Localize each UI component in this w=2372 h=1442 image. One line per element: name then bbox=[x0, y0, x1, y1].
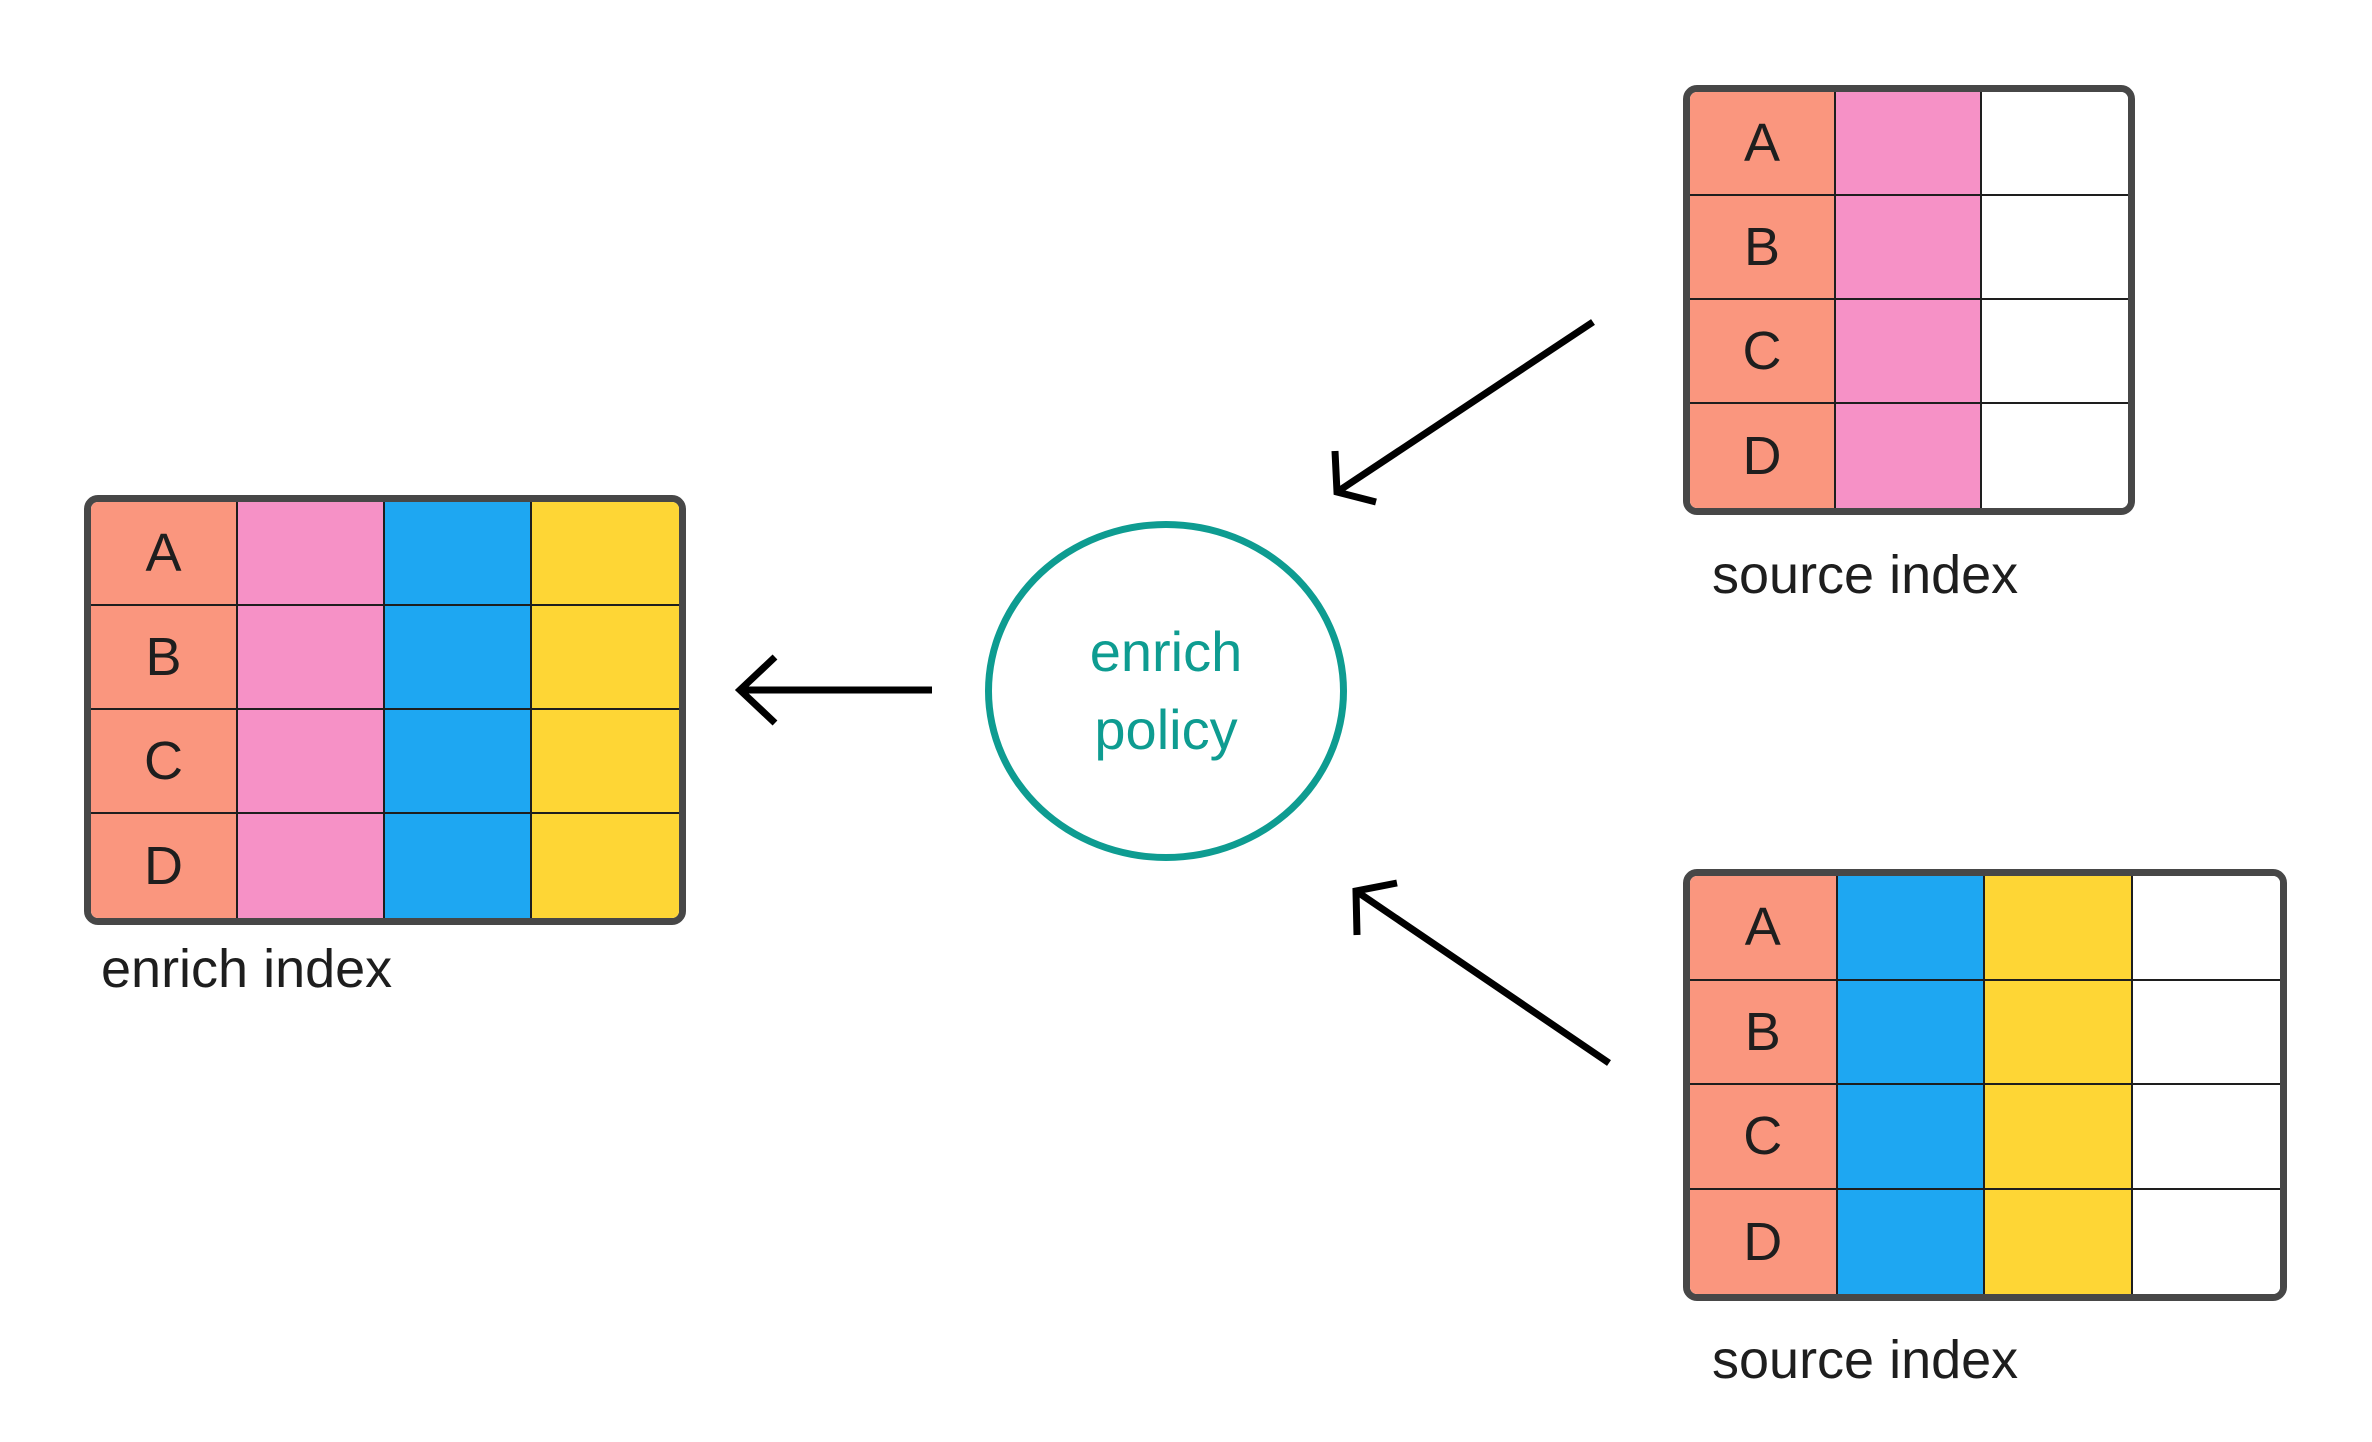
field-cell-yellow bbox=[532, 710, 679, 814]
enrich-index-label: enrich index bbox=[101, 939, 393, 999]
field-cell-empty bbox=[2132, 1189, 2280, 1294]
row-key-cell: C bbox=[1690, 1085, 1838, 1190]
field-cell-pink bbox=[238, 606, 385, 710]
row-key-cell: D bbox=[91, 814, 238, 918]
row-key-cell: B bbox=[91, 606, 238, 710]
policy-label-line2: policy bbox=[1094, 698, 1238, 761]
arrow-policy-to-enrich-index bbox=[734, 654, 932, 726]
field-cell-pink bbox=[238, 814, 385, 918]
field-cell-blue bbox=[385, 502, 532, 606]
field-cell-empty bbox=[1982, 196, 2128, 300]
field-cell-yellow bbox=[1985, 1085, 2133, 1190]
field-cell-blue bbox=[385, 606, 532, 710]
arrow-source-bottom-to-policy bbox=[1352, 879, 1611, 1066]
field-cell-empty bbox=[1982, 300, 2128, 404]
field-cell-blue bbox=[385, 710, 532, 814]
source-index-top-label: source index bbox=[1712, 545, 2019, 605]
field-cell-pink bbox=[238, 502, 385, 606]
row-key-cell: C bbox=[91, 710, 238, 814]
field-cell-empty bbox=[2132, 980, 2280, 1085]
field-cell-pink bbox=[1836, 404, 1982, 508]
enrich-policy-node: enrich policy bbox=[985, 521, 1347, 861]
field-cell-empty bbox=[1982, 92, 2128, 196]
field-cell-pink bbox=[1836, 300, 1982, 404]
field-cell-yellow bbox=[532, 606, 679, 710]
row-key-cell: B bbox=[1690, 196, 1836, 300]
field-cell-blue bbox=[1837, 1189, 1985, 1294]
row-key-cell: A bbox=[1690, 876, 1838, 981]
field-cell-pink bbox=[238, 710, 385, 814]
row-key-cell: D bbox=[1690, 404, 1836, 508]
field-cell-pink bbox=[1836, 92, 1982, 196]
field-cell-yellow bbox=[1985, 876, 2133, 981]
policy-label-line1: enrich bbox=[1089, 620, 1243, 683]
field-cell-blue bbox=[385, 814, 532, 918]
field-cell-empty bbox=[1982, 404, 2128, 508]
field-cell-pink bbox=[1836, 196, 1982, 300]
row-key-cell: A bbox=[91, 502, 238, 606]
field-cell-blue bbox=[1837, 1085, 1985, 1190]
row-key-cell: B bbox=[1690, 980, 1838, 1085]
field-cell-empty bbox=[2132, 876, 2280, 981]
row-key-cell: C bbox=[1690, 300, 1836, 404]
arrow-source-top-to-policy bbox=[1331, 319, 1595, 506]
field-cell-blue bbox=[1837, 876, 1985, 981]
field-cell-empty bbox=[2132, 1085, 2280, 1190]
row-key-cell: D bbox=[1690, 1189, 1838, 1294]
field-cell-yellow bbox=[1985, 980, 2133, 1085]
field-cell-blue bbox=[1837, 980, 1985, 1085]
field-cell-yellow bbox=[532, 814, 679, 918]
field-cell-yellow bbox=[1985, 1189, 2133, 1294]
row-key-cell: A bbox=[1690, 92, 1836, 196]
source-index-bottom-label: source index bbox=[1712, 1330, 2019, 1390]
field-cell-yellow bbox=[532, 502, 679, 606]
